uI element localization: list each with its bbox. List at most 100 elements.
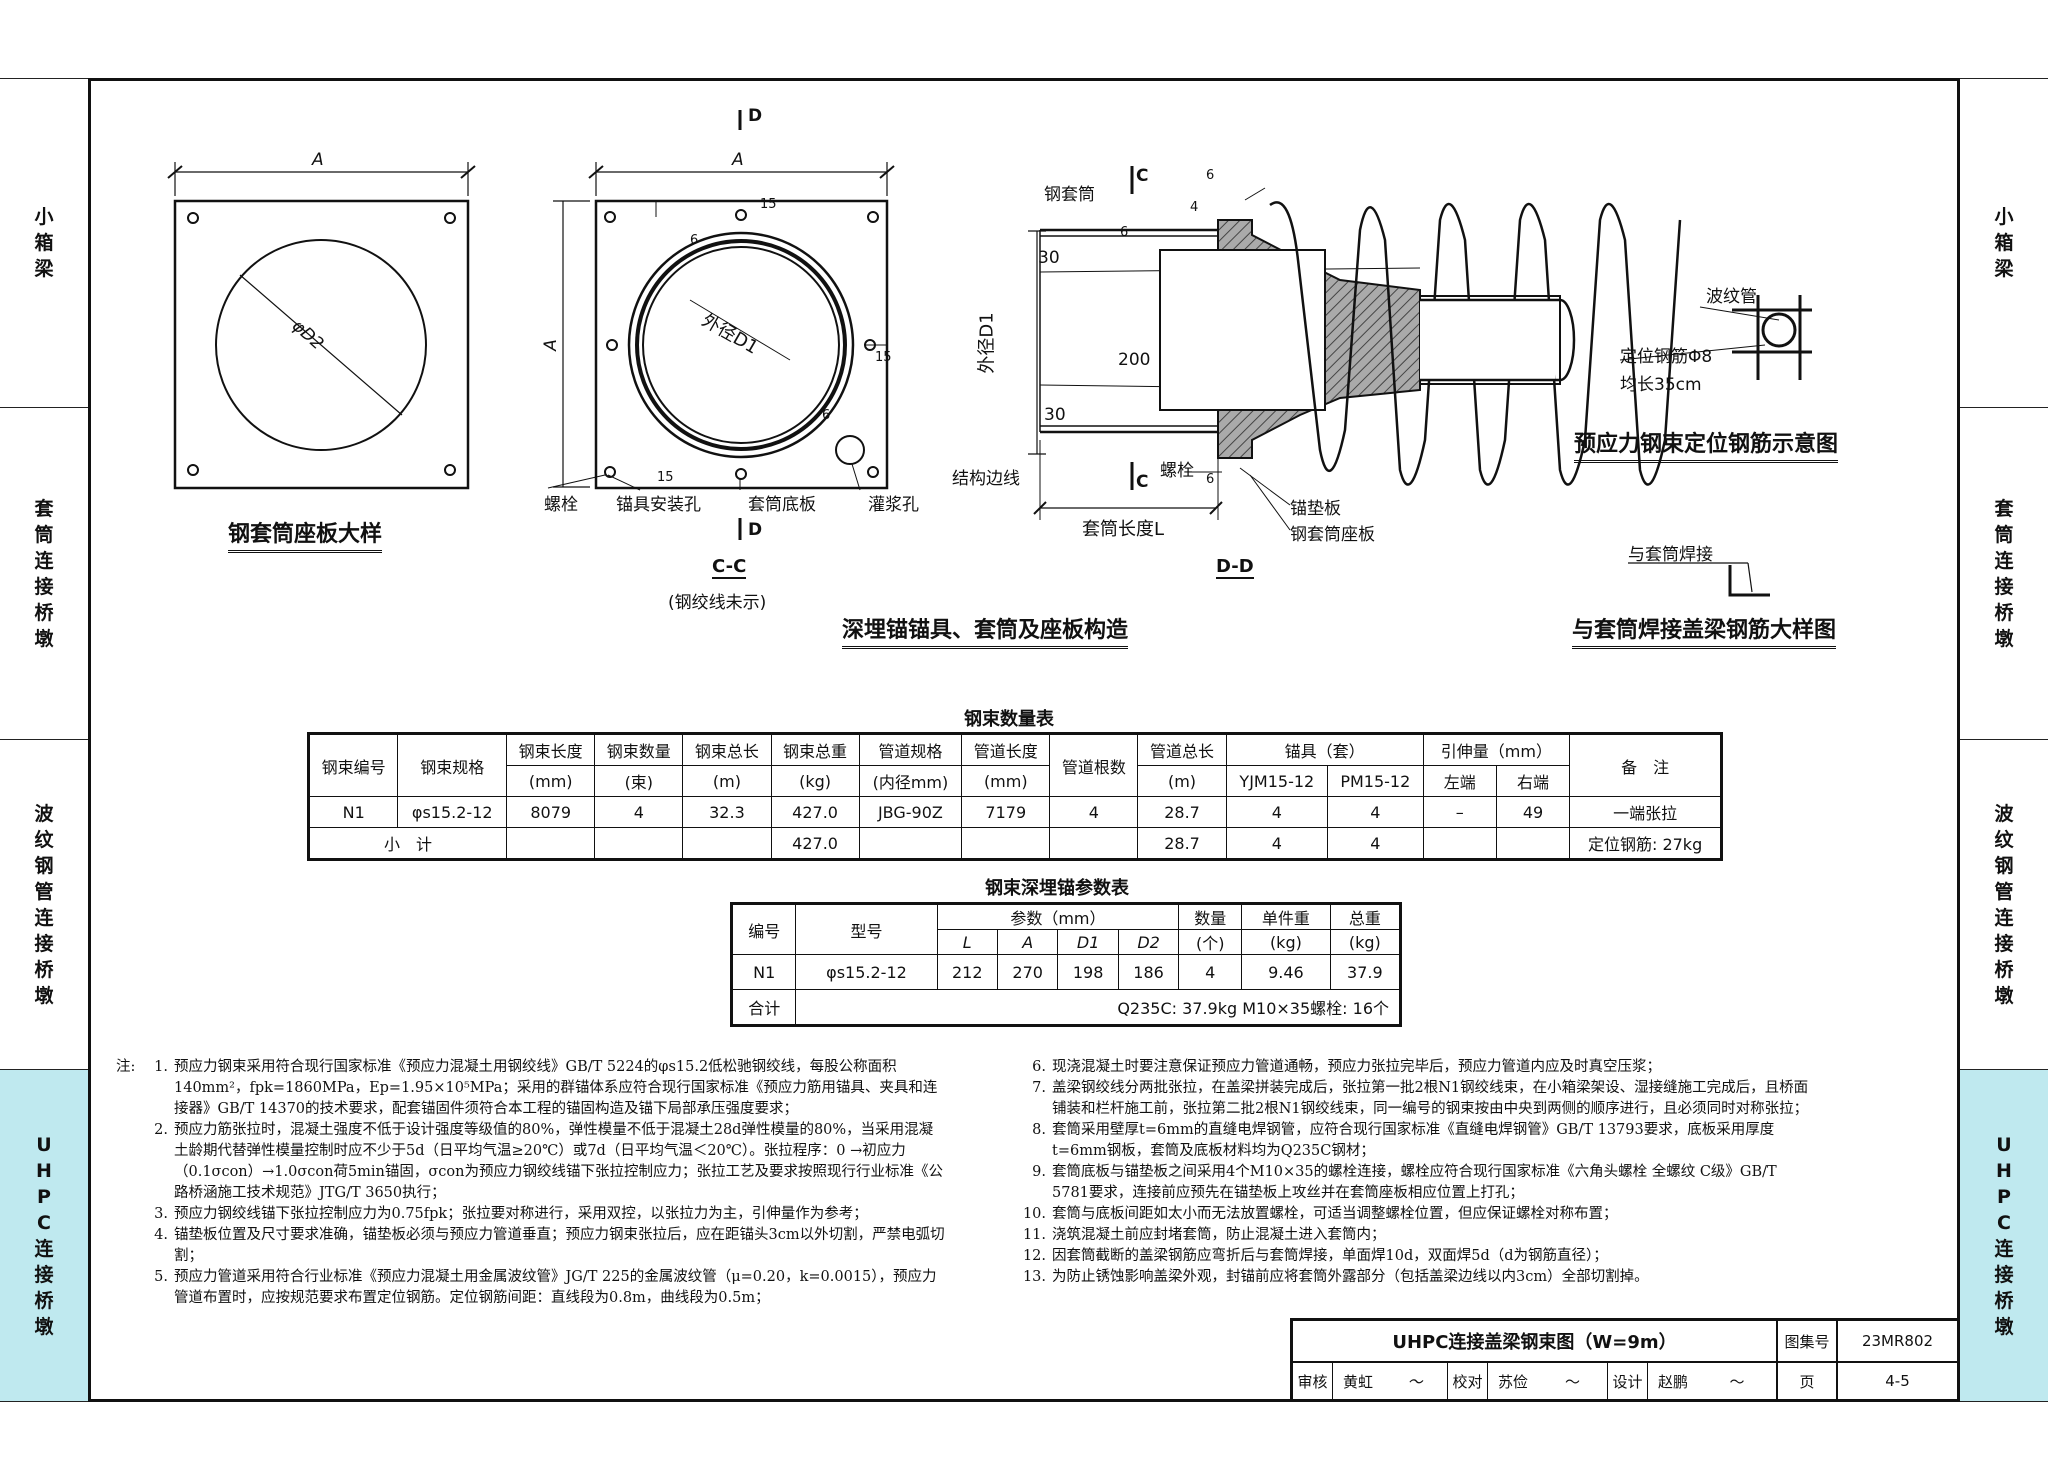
cell: 49 (1495, 796, 1571, 828)
review-label: 审核 (1293, 1363, 1333, 1399)
cc-dim-15a: 15 (760, 197, 777, 212)
th-unit-wt-unit: (kg) (1241, 929, 1331, 955)
unit-pm: PM15-12 (1327, 765, 1424, 797)
note-text: 为防止锈蚀影响盖梁外观，封锚前应将套筒外露部分（包括盖梁边线以内3cm）全部切割… (1052, 1269, 1649, 1285)
unit-duct-mm: (mm) (961, 765, 1051, 797)
cell: 32.3 (682, 796, 772, 828)
note-text: 套筒与底板间距如太小而无法放置螺栓，可适当调整螺栓位置，但应保证螺栓对称布置； (1052, 1206, 1618, 1222)
cell (1049, 827, 1139, 860)
rebar-label-length: 均长35cm (1620, 375, 1702, 395)
th-anchors: 锚具（套） (1225, 733, 1424, 766)
note-number: 10. (1022, 1206, 1046, 1222)
weld-title: 与套筒焊接盖梁钢筋大样图 (1572, 612, 1837, 649)
note-number: 12. (1022, 1248, 1046, 1264)
rebar-label-bar: 定位钢筋Φ8 (1620, 347, 1713, 367)
note-number: 2. (154, 1122, 168, 1138)
checker-signature: ～ (1538, 1363, 1608, 1399)
th-l: L (936, 929, 998, 955)
note-item: 13. 为防止锈蚀影响盖梁外观，封锚前应将套筒外露部分（包括盖梁边线以内3cm）全… (1020, 1267, 1810, 1288)
cell: 4 (1225, 827, 1329, 860)
th-strand-spec: 钢束规格 (397, 733, 508, 797)
reviewer-name: 黄虹 (1342, 1372, 1373, 1391)
cc-label-anchor-hole: 锚具安装孔 (616, 495, 701, 515)
note-number: 13. (1022, 1269, 1046, 1285)
note-number: 11. (1022, 1227, 1046, 1243)
cc-mark-d-top: D (748, 106, 763, 126)
cell: 合计 (730, 989, 797, 1026)
side-tab-sleeve-pier-right: 套筒连接桥墩 (1960, 408, 2048, 740)
cell: JBG-90Z (858, 796, 963, 828)
table-row: N1 φs15.2-12 212 270 198 186 4 9.46 37.9 (730, 954, 1402, 990)
dd-dim-length: 套筒长度L (1082, 519, 1165, 540)
designer-name: 赵鹏 (1657, 1372, 1688, 1391)
side-tab-small-box-girder-right: 小箱梁 (1960, 78, 2048, 408)
th-duct-length: 管道长度 (961, 733, 1051, 766)
note-number: 4. (154, 1227, 168, 1243)
unit-inner-mm: (内径mm) (858, 765, 963, 797)
th-elongation: 引伸量（mm） (1422, 733, 1571, 766)
th-unit-wt: 单件重 (1241, 903, 1331, 930)
note-text: 套筒采用壁厚t=6mm的直缝电焊钢管，应符合现行国家标准《直缝电焊钢管》GB/T… (1052, 1122, 1775, 1159)
note-text: 预应力钢束采用符合现行国家标准《预应力混凝土用钢绞线》GB/T 5224的φs1… (174, 1059, 938, 1117)
unit-m: (m) (682, 765, 772, 797)
note-item: 11.浇筑混凝土前应封堵套筒，防止混凝土进入套筒内； (1020, 1225, 1810, 1246)
drawing-title: UHPC连接盖梁钢束图（W=9m） (1293, 1321, 1778, 1363)
reviewer-signature: ～ (1383, 1363, 1448, 1399)
note-item: 7. 盖梁钢绞线分两批张拉，在盖梁拼装完成后，张拉第一批2根N1钢绞线束，在小箱梁… (1020, 1078, 1810, 1120)
th-strand-length: 钢束长度 (506, 733, 596, 766)
table2-title: 钢束深埋锚参数表 (985, 878, 1129, 899)
cell: Q235C: 37.9kg M10×35螺栓: 16个 (795, 989, 1401, 1026)
cell: 198 (1057, 954, 1119, 990)
notes-right: 6. 现浇混凝土时要注意保证预应力管道通畅，预应力张拉完毕后，预应力管道内应及时真… (1020, 1057, 1810, 1288)
cell: φs15.2-12 (795, 954, 938, 990)
note-text: 盖梁钢绞线分两批张拉，在盖梁拼装完成后，张拉第一批2根N1钢绞线束，在小箱梁架设… (1052, 1080, 1809, 1117)
unit-mm: (mm) (506, 765, 596, 797)
title-block: UHPC连接盖梁钢束图（W=9m） 图集号 23MR802 审核 黄虹 ～ 校对… (1290, 1318, 1960, 1402)
th-d2: D2 (1117, 929, 1180, 955)
cell: 28.7 (1137, 827, 1227, 860)
seat-plate-drawing (167, 162, 476, 490)
cell: N1 (307, 796, 399, 828)
cell: φs15.2-12 (397, 796, 508, 828)
dd-mark-c-top: C (1136, 166, 1149, 186)
cc-label-bolt: 螺栓 (544, 495, 578, 515)
main-drawing-title: 深埋锚锚具、套筒及座板构造 (842, 612, 1129, 649)
cc-dim-a-top: A (732, 150, 744, 170)
cc-dim-15b: 15 (875, 350, 892, 365)
dd-label-edge: 结构边线 (952, 469, 1020, 489)
th-d1: D1 (1057, 929, 1119, 955)
note-item: 6. 现浇混凝土时要注意保证预应力管道通畅，预应力张拉完毕后，预应力管道内应及时真… (1020, 1057, 1810, 1078)
th-params: 参数（mm） (936, 903, 1180, 930)
cell (594, 827, 684, 860)
side-tab-sleeve-pier: 套筒连接桥墩 (0, 408, 88, 740)
note-item: 5.预应力管道采用符合行业标准《预应力混凝土用金属波纹管》JG/T 225的金属… (142, 1267, 946, 1309)
cell: 427.0 (770, 827, 860, 860)
seat-plate-title: 钢套筒座板大样 (228, 516, 383, 553)
note-item: 10. 套筒与底板间距如太小而无法放置螺栓，可适当调整螺栓位置，但应保证螺栓对称布… (1020, 1204, 1810, 1225)
designer-signature: ～ (1698, 1363, 1778, 1399)
note-item: 1.预应力钢束采用符合现行国家标准《预应力混凝土用钢绞线》GB/T 5224的φ… (142, 1057, 946, 1120)
note-text: 现浇混凝土时要注意保证预应力管道通畅，预应力张拉完毕后，预应力管道内应及时真空压… (1052, 1059, 1661, 1075)
cell: 4 (1049, 796, 1139, 828)
unit-right: 右端 (1495, 765, 1571, 797)
note-number: 7. (1032, 1080, 1046, 1096)
rebar-title: 预应力钢束定位钢筋示意图 (1574, 426, 1839, 463)
cell (506, 827, 596, 860)
th-strand-count: 钢束数量 (594, 733, 684, 766)
cell: 212 (936, 954, 998, 990)
th-qty-unit: (个) (1178, 929, 1243, 955)
note-number: 6. (1032, 1059, 1046, 1075)
side-tab-corrugated-pier-right: 波纹钢管连接桥墩 (1960, 740, 2048, 1070)
note-item: 12.因套筒截断的盖梁钢筋应弯折后与套筒焊接，单面焊10d，双面焊5d（d为钢筋… (1020, 1246, 1810, 1267)
side-tab-uhpc-pier-right: UHPC连接桥墩 (1960, 1070, 2048, 1402)
cc-subtitle: (钢绞线未示) (668, 593, 767, 613)
cell: 4 (1178, 954, 1243, 990)
th-a: A (996, 929, 1059, 955)
dd-dim-200: 200 (1118, 350, 1151, 370)
cell: 4 (1225, 796, 1329, 828)
th-strand-total-wt: 钢束总重 (770, 733, 860, 766)
th-total-wt: 总重 (1329, 903, 1402, 930)
checker-name: 苏俭 (1497, 1372, 1528, 1391)
note-item: 3.预应力钢绞线锚下张拉控制应力为0.75fpk；张拉要对称进行，采用双控，以张… (142, 1204, 946, 1225)
